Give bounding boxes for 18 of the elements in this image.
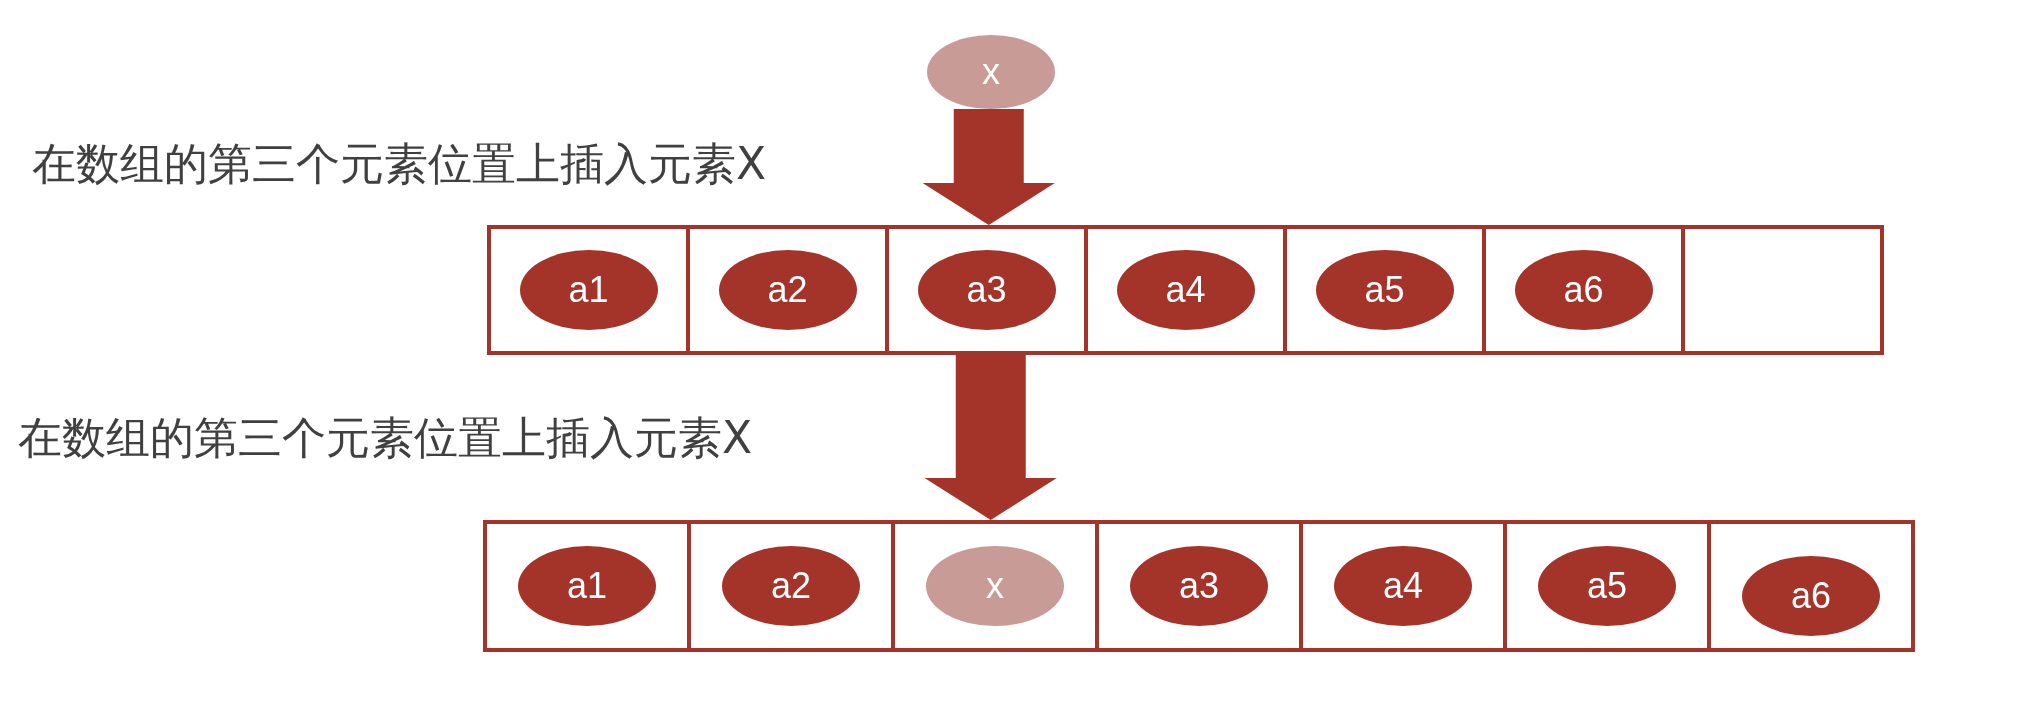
element-oval: a1	[519, 250, 658, 330]
element-oval: a3	[1130, 546, 1268, 626]
instruction-text: 在数组的第三个元素位置上插入元素X	[18, 414, 753, 463]
element-oval: a6	[1742, 556, 1880, 636]
element-oval: x	[927, 35, 1055, 109]
element-oval: a3	[917, 250, 1056, 330]
element-oval: a5	[1538, 546, 1676, 626]
element-oval: a2	[722, 546, 860, 626]
block-arrow	[922, 109, 1055, 225]
element-oval: a1	[518, 546, 656, 626]
element-oval: x	[926, 546, 1064, 626]
element-oval: a2	[718, 250, 857, 330]
element-oval: a4	[1116, 250, 1255, 330]
element-oval: a5	[1315, 250, 1454, 330]
block-arrow	[924, 355, 1057, 520]
instruction-text: 在数组的第三个元素位置上插入元素X	[32, 140, 767, 189]
element-oval: a4	[1334, 546, 1472, 626]
element-oval: a6	[1514, 250, 1653, 330]
